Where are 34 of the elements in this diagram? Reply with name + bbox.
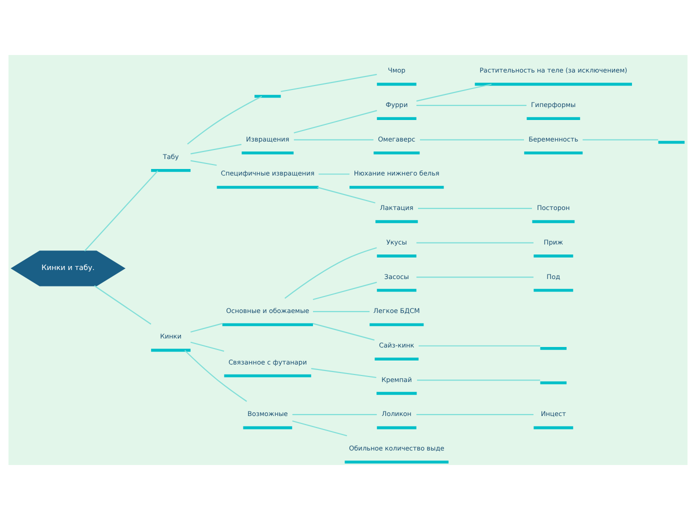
connector bbox=[294, 110, 378, 134]
connector bbox=[418, 345, 540, 346]
connector bbox=[312, 323, 375, 341]
connector bbox=[416, 104, 526, 106]
connector bbox=[190, 342, 224, 352]
connector bbox=[417, 380, 540, 381]
connector bbox=[416, 242, 534, 244]
connector bbox=[311, 368, 376, 378]
connector bbox=[284, 247, 377, 299]
connector bbox=[184, 350, 248, 402]
connector bbox=[190, 160, 217, 166]
connector bbox=[420, 139, 524, 140]
connector bbox=[292, 420, 348, 436]
connector bbox=[317, 186, 376, 204]
connector bbox=[190, 144, 242, 154]
node-bar bbox=[540, 346, 567, 350]
connector bbox=[313, 310, 370, 312]
node-bar bbox=[254, 94, 281, 98]
node-bar bbox=[540, 381, 567, 384]
connector bbox=[318, 174, 350, 175]
connector bbox=[416, 276, 534, 278]
connector bbox=[187, 96, 262, 144]
connector bbox=[292, 414, 377, 416]
connector bbox=[416, 414, 534, 416]
connector bbox=[312, 282, 377, 300]
connector bbox=[84, 170, 158, 252]
connector bbox=[280, 74, 377, 92]
node-bar bbox=[658, 140, 685, 144]
connector bbox=[582, 139, 658, 140]
connector bbox=[294, 139, 374, 140]
connector bbox=[94, 285, 152, 325]
connector bbox=[416, 84, 492, 102]
connector bbox=[190, 322, 222, 333]
connector bbox=[418, 208, 532, 210]
